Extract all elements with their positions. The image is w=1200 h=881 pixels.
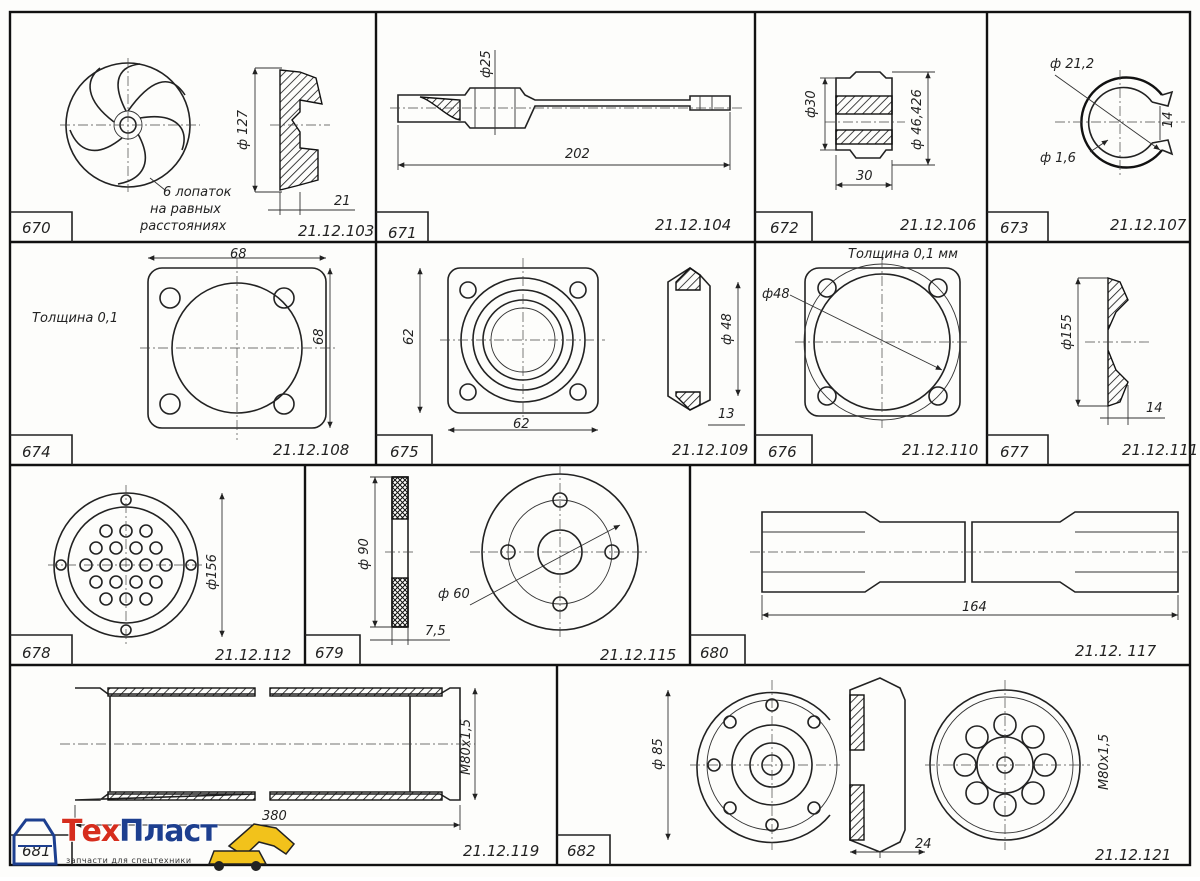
note-676: Толщина 0,1 мм xyxy=(848,247,958,262)
dim-672-b: ф 46,426 xyxy=(910,89,925,150)
dim-677-t: 14 xyxy=(1146,401,1163,416)
cell-num: 670 xyxy=(22,219,51,237)
dim-673-a: ф 21,2 xyxy=(1050,57,1094,72)
part-682: ф 85 24 М80х1,5 xyxy=(651,677,1112,858)
part-677: ф155 14 xyxy=(1060,277,1165,425)
excavator-icon xyxy=(12,818,296,871)
cell-code: 21.12.107 xyxy=(1110,216,1187,234)
watermark-logo: ТехПласт запчасти для спецтехники xyxy=(4,806,304,876)
dim-682-thread: М80х1,5 xyxy=(1097,734,1112,790)
dim-670-dia: ф 127 xyxy=(236,109,251,150)
cell-num: 673 xyxy=(1000,219,1029,237)
cell-num: 672 xyxy=(770,219,799,237)
cell-code: 21.12.115 xyxy=(600,646,676,664)
dim-675-h: 62 xyxy=(402,328,417,345)
part-678: ф156 xyxy=(48,485,225,645)
cell-code: 21.12.112 xyxy=(215,646,291,664)
part-673: ф 21,2 14 ф 1,6 xyxy=(1040,57,1185,178)
cell-code: 21.12.111 xyxy=(1122,441,1198,459)
grid-frame xyxy=(8,10,1192,867)
cell-num: 682 xyxy=(567,842,596,860)
dim-675-dia: ф 48 xyxy=(720,313,735,345)
part-672: ф30 ф 46,426 30 xyxy=(804,71,935,190)
cell-num: 676 xyxy=(768,443,797,461)
part-681: 380 М80х1,5 xyxy=(60,687,478,830)
cell-num: 678 xyxy=(22,644,51,662)
dim-679-inner: ф 60 xyxy=(438,587,470,602)
note-674: Толщина 0,1 xyxy=(32,311,118,326)
part-676: ф48 Толщина 0,1 мм xyxy=(762,247,970,428)
cell-code: 21.12.121 xyxy=(1095,846,1171,864)
cell-labels: 670 21.12.103 671 21.12.104 672 21.12.10… xyxy=(22,216,1198,864)
dim-678-dia: ф156 xyxy=(205,554,220,590)
part-679: ф 90 ф 60 7,5 xyxy=(357,465,650,645)
part-680: 164 xyxy=(750,511,1188,620)
cell-code: 21.12.106 xyxy=(900,216,976,234)
dim-671-dia: ф25 xyxy=(479,50,494,78)
dim-677-dia: ф155 xyxy=(1060,314,1075,350)
logo-tagline: запчасти для спецтехники xyxy=(66,856,192,865)
dim-679-t: 7,5 xyxy=(425,624,446,639)
cell-num: 675 xyxy=(390,443,419,461)
cell-code: 21.12.119 xyxy=(463,842,539,860)
logo-brand: ТехПласт xyxy=(62,814,218,849)
cell-num: 677 xyxy=(1000,443,1029,461)
part-670: ф 127 21 6 лопаток на равных расстояниях xyxy=(60,58,355,234)
logo-brand-b: Пласт xyxy=(119,814,217,849)
part-671: 202 ф25 xyxy=(390,50,745,170)
cell-code: 21.12.103 xyxy=(298,222,374,240)
dim-672-a: ф30 xyxy=(804,90,819,118)
dim-674-w: 68 xyxy=(230,247,247,262)
cell-num: 674 xyxy=(22,443,51,461)
dim-682-dia: ф 85 xyxy=(651,738,666,770)
cell-num: 680 xyxy=(700,644,729,662)
dim-679-dia: ф 90 xyxy=(357,538,372,570)
dim-681-thread: М80х1,5 xyxy=(459,719,474,775)
dim-674-h: 68 xyxy=(312,328,327,345)
cell-num: 679 xyxy=(315,644,344,662)
cell-code: 21.12.109 xyxy=(672,441,748,459)
logo-brand-a: Тех xyxy=(62,814,120,849)
cell-code: 21.12. 117 xyxy=(1075,642,1157,660)
dim-670-w: 21 xyxy=(334,194,351,209)
cell-code: 21.12.110 xyxy=(902,441,978,459)
cell-code: 21.12.108 xyxy=(273,441,349,459)
dim-673-c: ф 1,6 xyxy=(1040,151,1076,166)
dim-682-w: 24 xyxy=(915,837,932,852)
cell-num: 671 xyxy=(388,224,417,242)
dim-671-len: 202 xyxy=(565,147,590,162)
note-670-b: на равных xyxy=(150,202,221,217)
part-674: 68 68 Толщина 0,1 xyxy=(32,247,335,440)
part-675: 62 62 ф 48 13 xyxy=(402,258,745,433)
dim-681-len: 380 xyxy=(262,809,287,824)
dim-680-len: 164 xyxy=(962,600,987,615)
note-670-c: расстояниях xyxy=(139,219,227,234)
cell-code: 21.12.104 xyxy=(655,216,731,234)
dim-675-t: 13 xyxy=(718,407,735,422)
dim-676-dia: ф48 xyxy=(762,287,790,302)
dim-672-c: 30 xyxy=(856,169,873,184)
dim-673-b: 14 xyxy=(1161,111,1176,128)
note-670-a: 6 лопаток xyxy=(163,185,232,200)
dim-675-w: 62 xyxy=(513,417,530,432)
